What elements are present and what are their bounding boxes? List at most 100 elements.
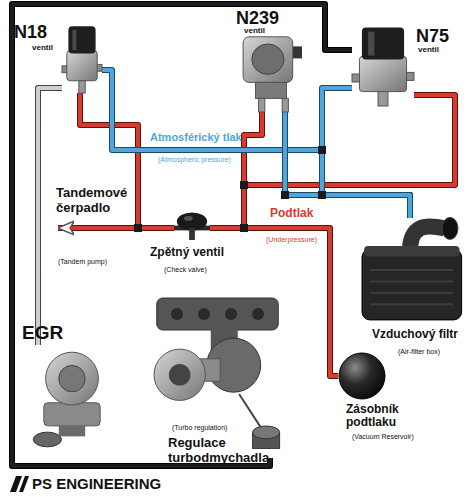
valve-coil xyxy=(68,26,95,53)
filter-rib xyxy=(370,292,453,294)
hose-tee xyxy=(134,224,142,232)
hose-tee xyxy=(240,224,248,232)
egr-hose xyxy=(38,88,62,345)
component-note: ventil xyxy=(32,44,53,53)
check-drawing xyxy=(174,210,210,240)
line-label: Atmosférický tlak xyxy=(150,131,242,143)
component-label: (Turbo regulation) xyxy=(172,424,227,432)
egr-actuator xyxy=(33,432,61,447)
intake-mouth xyxy=(442,217,458,239)
vacuum-hose xyxy=(210,112,262,228)
filter-rib xyxy=(370,269,453,271)
valve-drawing xyxy=(352,26,414,106)
manifold-port xyxy=(171,308,183,320)
atmosphere-hose xyxy=(285,112,410,218)
filter-lid xyxy=(364,246,459,256)
line-note: (Underpressure) xyxy=(266,236,317,244)
filter-drawing xyxy=(362,218,468,322)
component-label: Vzduchový filtr xyxy=(372,328,458,341)
boost-control-hose xyxy=(12,4,352,466)
valve-coil xyxy=(362,28,404,60)
egr-body xyxy=(46,352,99,405)
filter-rib xyxy=(370,280,453,282)
valve-dome xyxy=(177,212,207,230)
filter-box xyxy=(362,249,462,320)
filter-rib xyxy=(370,303,453,305)
valve-body xyxy=(243,37,293,83)
valve-port xyxy=(79,81,85,93)
line-label: Podtlak xyxy=(270,207,313,220)
turbo-drawing xyxy=(150,298,285,458)
hose-outline xyxy=(285,112,410,218)
reservoir-sphere xyxy=(339,353,385,399)
hose-outline xyxy=(322,88,410,218)
valve-body xyxy=(67,51,97,81)
valve-port xyxy=(378,92,388,106)
component-note: ventil xyxy=(244,27,265,36)
component-note: (Air-filter box) xyxy=(398,348,440,356)
component-label: N18 xyxy=(14,22,47,42)
component-label: Zpětný ventil xyxy=(150,246,224,259)
component-label: N239 xyxy=(236,8,279,28)
manifold-port xyxy=(225,308,237,320)
hose-tee xyxy=(318,191,326,199)
component-note: ventil xyxy=(418,46,439,55)
solenoid-valve: N18ventil xyxy=(62,25,102,93)
hose-tee xyxy=(318,146,326,154)
tandem-pump: Tandemové čerpadlo(Tandem pump) xyxy=(40,220,58,236)
compressor-housing xyxy=(154,349,205,400)
line-note: (Atmospheric pressure) xyxy=(158,156,231,164)
valve-body xyxy=(359,56,406,91)
atmosphere-hose xyxy=(322,88,410,218)
vacuum-hose xyxy=(210,95,455,228)
air-filter-box: Vzduchový filtr(Air-filter box) xyxy=(362,218,468,322)
check-valve: Zpětný ventil(Check valve) xyxy=(174,210,210,240)
logo-mark xyxy=(19,476,29,492)
valve-dome xyxy=(252,44,284,74)
hose-outline xyxy=(102,70,410,218)
egr-port xyxy=(59,365,85,391)
turbocharger: (Turbo regulation)Regulace turbodmychadl… xyxy=(150,298,285,458)
component-note: (Check valve) xyxy=(164,266,207,274)
hose-outline xyxy=(12,4,352,466)
component-label: Zásobník podtlaku xyxy=(346,403,426,430)
dome-highlight xyxy=(184,216,193,221)
hose-outline xyxy=(58,225,174,231)
coil-highlight xyxy=(368,32,374,56)
egr-drawing xyxy=(28,345,116,450)
component-note: (Tandem pump) xyxy=(58,258,107,266)
hose-outline xyxy=(38,88,62,345)
hose-outline xyxy=(210,112,262,228)
valve-connector xyxy=(293,46,302,58)
actuator-cap xyxy=(253,426,280,439)
component-label: N75 xyxy=(416,26,449,46)
valve-base xyxy=(256,82,287,98)
vacuum-reservoir: Zásobník podtlaku(Vacuum Reservoir) xyxy=(338,352,386,400)
manifold-port xyxy=(198,308,210,320)
egr-pipe xyxy=(59,426,85,437)
none-drawing xyxy=(40,220,58,236)
valve-port xyxy=(282,98,288,112)
sphere-drawing xyxy=(338,352,386,400)
hose-tee xyxy=(240,181,248,189)
manifold-port xyxy=(252,308,264,320)
compressor-inlet xyxy=(169,364,191,386)
egr-flange xyxy=(44,403,100,426)
valve-port xyxy=(259,98,265,112)
solenoid-valve: N75ventil xyxy=(352,26,414,106)
vacuum-hose xyxy=(58,226,174,230)
hose-outline xyxy=(210,95,455,228)
component-label: Tandemové čerpadlo xyxy=(56,186,136,215)
atmosphere-hose xyxy=(102,70,410,218)
hose-tee xyxy=(281,191,289,199)
component-label: EGR xyxy=(22,322,63,343)
solenoid-valve: N239ventil xyxy=(240,32,302,112)
exhaust-manifold xyxy=(157,298,279,330)
valve-stem xyxy=(189,228,195,240)
valve-drawing xyxy=(62,25,102,93)
n239-drawing xyxy=(240,32,302,112)
component-note: (Vacuum Reservoir) xyxy=(352,433,414,441)
watermark: PS ENGINEERING xyxy=(32,476,161,493)
coil-highlight xyxy=(72,30,76,50)
egr-valve: EGR xyxy=(28,345,116,450)
